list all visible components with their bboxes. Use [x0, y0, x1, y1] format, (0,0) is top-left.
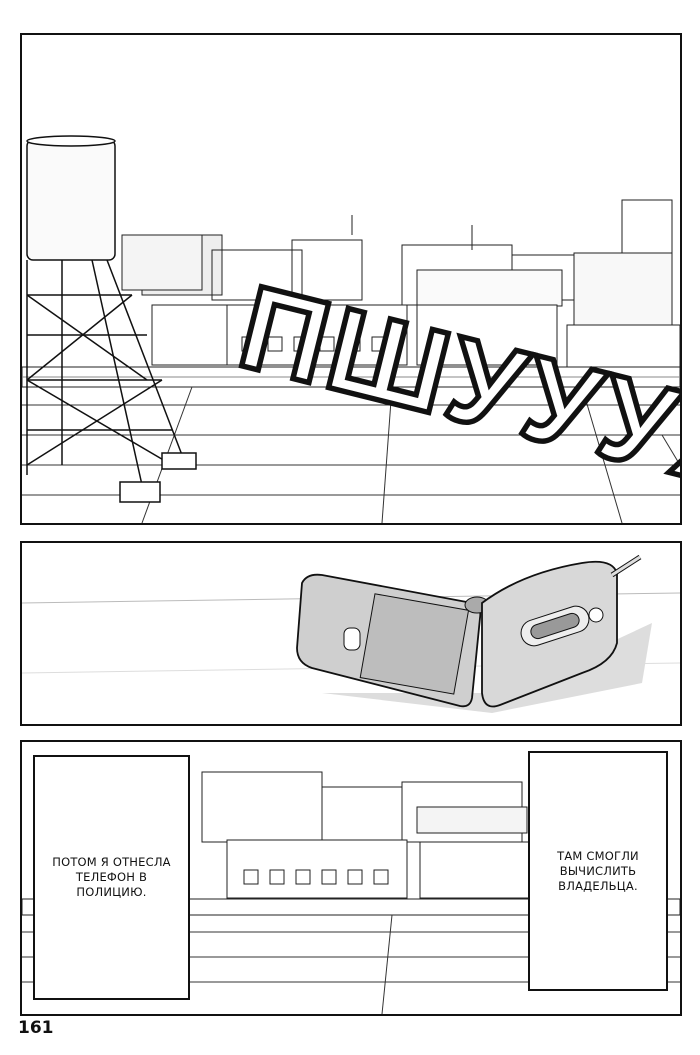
flip-phone-illustration [22, 554, 680, 713]
sfx-text: ПШУУУХ [234, 261, 682, 517]
narration-caption-right: Там смогли вычислить владельца. [528, 751, 668, 991]
caption-left-text: Потом я отнесла телефон в полицию. [52, 855, 171, 899]
caption-right-text: Там смогли вычислить владельца. [557, 848, 639, 893]
narration-caption-left: Потом я отнесла телефон в полицию. [33, 755, 190, 1000]
rooftop-scene-illustration [22, 135, 680, 523]
page-number: 161 [18, 1018, 54, 1038]
panel-rooftop-water-tower: ПШУУУХ [20, 33, 682, 525]
panel-flip-phone [20, 541, 682, 726]
sound-effect-lettering: ПШУУУХ [234, 258, 682, 520]
